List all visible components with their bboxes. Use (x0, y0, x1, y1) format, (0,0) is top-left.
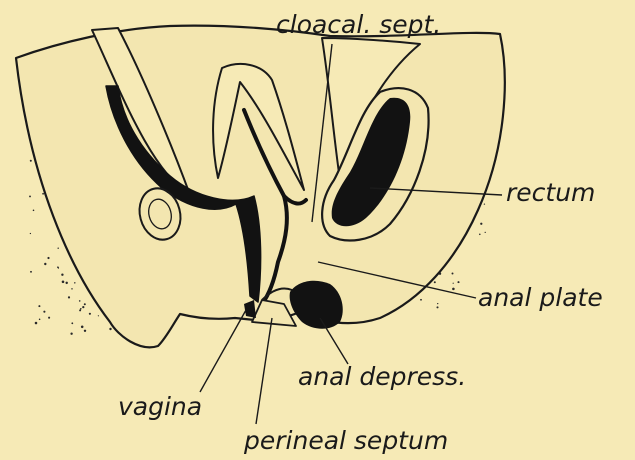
stipple-dot (38, 305, 40, 307)
stipple-dot (39, 319, 41, 321)
leader-perineal-septum (256, 318, 272, 424)
stipple-dot (68, 296, 70, 298)
stipple-dot (84, 303, 86, 305)
stipple-dot (42, 193, 44, 195)
stipple-dot (485, 232, 486, 233)
stipple-dot (35, 322, 38, 325)
label-anal-plate: anal plate (478, 285, 603, 310)
stipple-dot (452, 288, 455, 291)
leader-vagina (200, 310, 246, 392)
stipple-dot (61, 274, 63, 276)
stipple-dot (30, 160, 32, 162)
stipple-dot (44, 263, 46, 265)
stipple-dot (29, 195, 31, 197)
stipple-dot (480, 223, 482, 225)
stipple-dot (82, 306, 84, 308)
stipple-dot (109, 328, 111, 330)
stipple-dot (81, 326, 84, 329)
stipple-dot (84, 330, 86, 332)
stipple-dot (71, 288, 72, 289)
stipple-dot (30, 233, 31, 234)
stipple-dot (57, 247, 58, 248)
stipple-dot (65, 282, 67, 284)
stipple-dot (79, 309, 81, 311)
stipple-dot (71, 322, 73, 324)
stipple-dot (57, 266, 59, 268)
stipple-dot (79, 300, 81, 302)
stipple-dot (434, 281, 436, 283)
label-anal-depression: anal depress. (298, 364, 466, 389)
stipple-dot (43, 311, 45, 313)
stipple-dot (98, 315, 99, 316)
stipple-dot (89, 313, 91, 315)
stipple-dot (33, 210, 35, 212)
stipple-dot (452, 273, 454, 275)
stipple-dot (74, 282, 75, 283)
label-perineal-septum: perineal septum (244, 428, 448, 453)
label-vagina: vagina (118, 394, 202, 419)
label-rectum: rectum (506, 180, 595, 205)
stipple-dot (437, 303, 438, 304)
stipple-dot (457, 281, 459, 283)
stipple-dot (80, 308, 82, 310)
label-cloacal-septum: cloacal. sept. (276, 12, 441, 37)
stipple-dot (48, 317, 50, 319)
stipple-dot (453, 283, 454, 284)
stipple-dot (420, 299, 422, 301)
stipple-dot (436, 306, 438, 308)
stipple-dot (484, 203, 485, 204)
stipple-dot (62, 281, 65, 284)
stipple-dot (47, 257, 49, 259)
stipple-dot (30, 271, 32, 273)
stipple-dot (479, 234, 481, 236)
stipple-dot (70, 333, 72, 335)
